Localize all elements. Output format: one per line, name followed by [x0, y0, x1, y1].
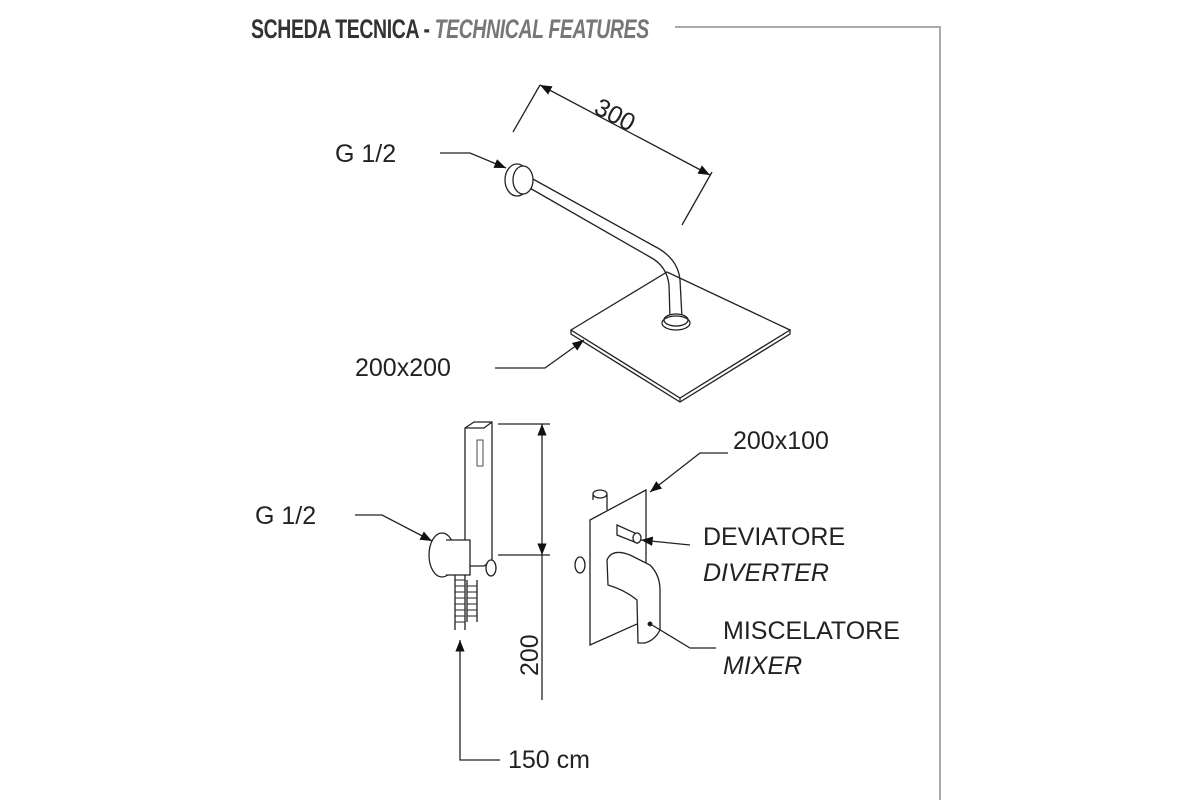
arm-connection-label: G 1/2 [335, 140, 397, 168]
mixer-assembly [574, 452, 728, 649]
hose [454, 575, 478, 630]
hand-height-label: 200 [516, 634, 544, 676]
diverter-label-it: DEVIATORE [703, 523, 846, 551]
diverter-label-en: DIVERTER [703, 559, 829, 587]
mixer-label-en: MIXER [723, 652, 803, 680]
shower-arm [521, 172, 683, 319]
head-size-label: 200x200 [355, 354, 451, 382]
plate-size-label: 200x100 [733, 427, 829, 455]
page-title: SCHEDA TECNICA - TECHNICAL FEATURES [251, 14, 649, 45]
hand-connection-label: G 1/2 [255, 502, 317, 530]
hose-length-label: 150 cm [508, 746, 590, 774]
hand-shower-assembly [355, 421, 550, 761]
title-main: SCHEDA TECNICA - [251, 14, 430, 44]
frame-line [675, 26, 941, 800]
shower-arm-assembly [440, 84, 792, 403]
mixer-label-it: MISCELATORE [723, 617, 900, 645]
title-sub: TECHNICAL FEATURES [434, 14, 650, 44]
